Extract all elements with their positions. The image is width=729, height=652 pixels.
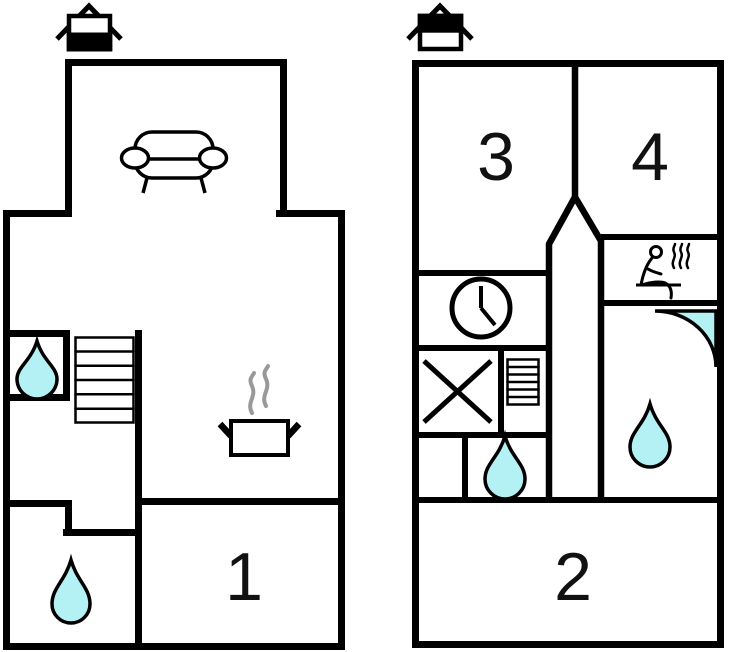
chimney-shaft bbox=[545, 64, 605, 501]
water-drop-icon bbox=[15, 334, 59, 401]
upper-floor-plan: 3 4 2 bbox=[406, 2, 724, 648]
water-drop-icon bbox=[483, 429, 527, 501]
staircase-icon bbox=[506, 358, 540, 406]
water-drop-icon bbox=[50, 553, 92, 625]
sauna-icon bbox=[636, 242, 691, 300]
steam-icon bbox=[671, 242, 691, 270]
room-1-number: 1 bbox=[225, 539, 263, 615]
crossed-box-icon bbox=[422, 359, 493, 424]
room-4-number: 4 bbox=[631, 119, 669, 195]
house-upper-floor-icon bbox=[406, 2, 474, 52]
shower-quarter-icon bbox=[654, 309, 718, 368]
staircase-icon bbox=[74, 336, 135, 424]
ground-floor-walls bbox=[3, 59, 345, 650]
room-3-number: 3 bbox=[477, 119, 515, 195]
steam-icon bbox=[248, 364, 270, 415]
house-ground-floor-icon bbox=[55, 2, 123, 52]
ground-floor-plan: 1 bbox=[3, 2, 345, 650]
sofa-icon bbox=[119, 130, 229, 194]
water-drop-icon bbox=[628, 397, 672, 469]
cooking-pot-icon bbox=[217, 364, 302, 457]
upper-floor-walls bbox=[412, 60, 724, 648]
clock-icon bbox=[449, 276, 513, 340]
room-2-number: 2 bbox=[554, 539, 592, 615]
